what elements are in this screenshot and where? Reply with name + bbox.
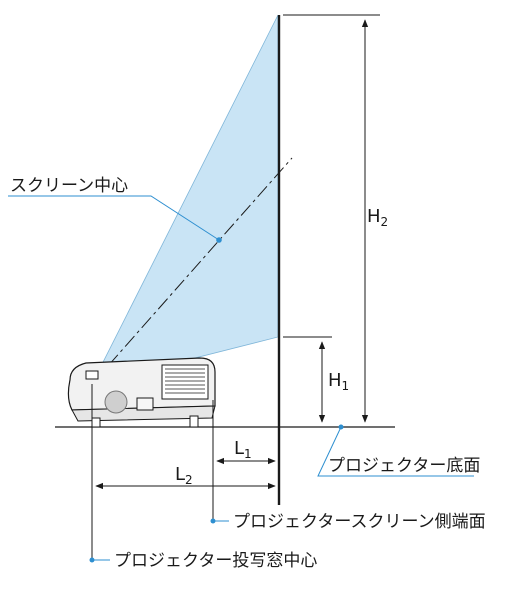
projector-foot-right bbox=[189, 415, 199, 428]
l1-label: L1 bbox=[234, 438, 252, 461]
projector bbox=[67, 357, 216, 428]
projector-bottom-label: プロジェクター底面 bbox=[328, 456, 480, 476]
screen-center-label: スクリーン中心 bbox=[10, 176, 128, 196]
projection-beam bbox=[91, 14, 279, 385]
optical-axis-line bbox=[91, 157, 293, 385]
l2-label: L2 bbox=[175, 464, 193, 487]
projector-lens bbox=[104, 390, 128, 414]
screen-side-label: プロジェクタースクリーン側端面 bbox=[233, 512, 486, 532]
screen-center-leader bbox=[8, 195, 220, 241]
projector-connector bbox=[136, 397, 154, 411]
projector-window bbox=[85, 370, 99, 380]
projector-foot-left bbox=[91, 417, 101, 428]
window-center-label: プロジェクター投写窓中心 bbox=[114, 551, 317, 571]
projector-bottom-leader bbox=[317, 426, 474, 477]
h1-label: H1 bbox=[328, 370, 349, 393]
vent-grille bbox=[161, 364, 209, 400]
h2-label: H2 bbox=[367, 206, 388, 229]
